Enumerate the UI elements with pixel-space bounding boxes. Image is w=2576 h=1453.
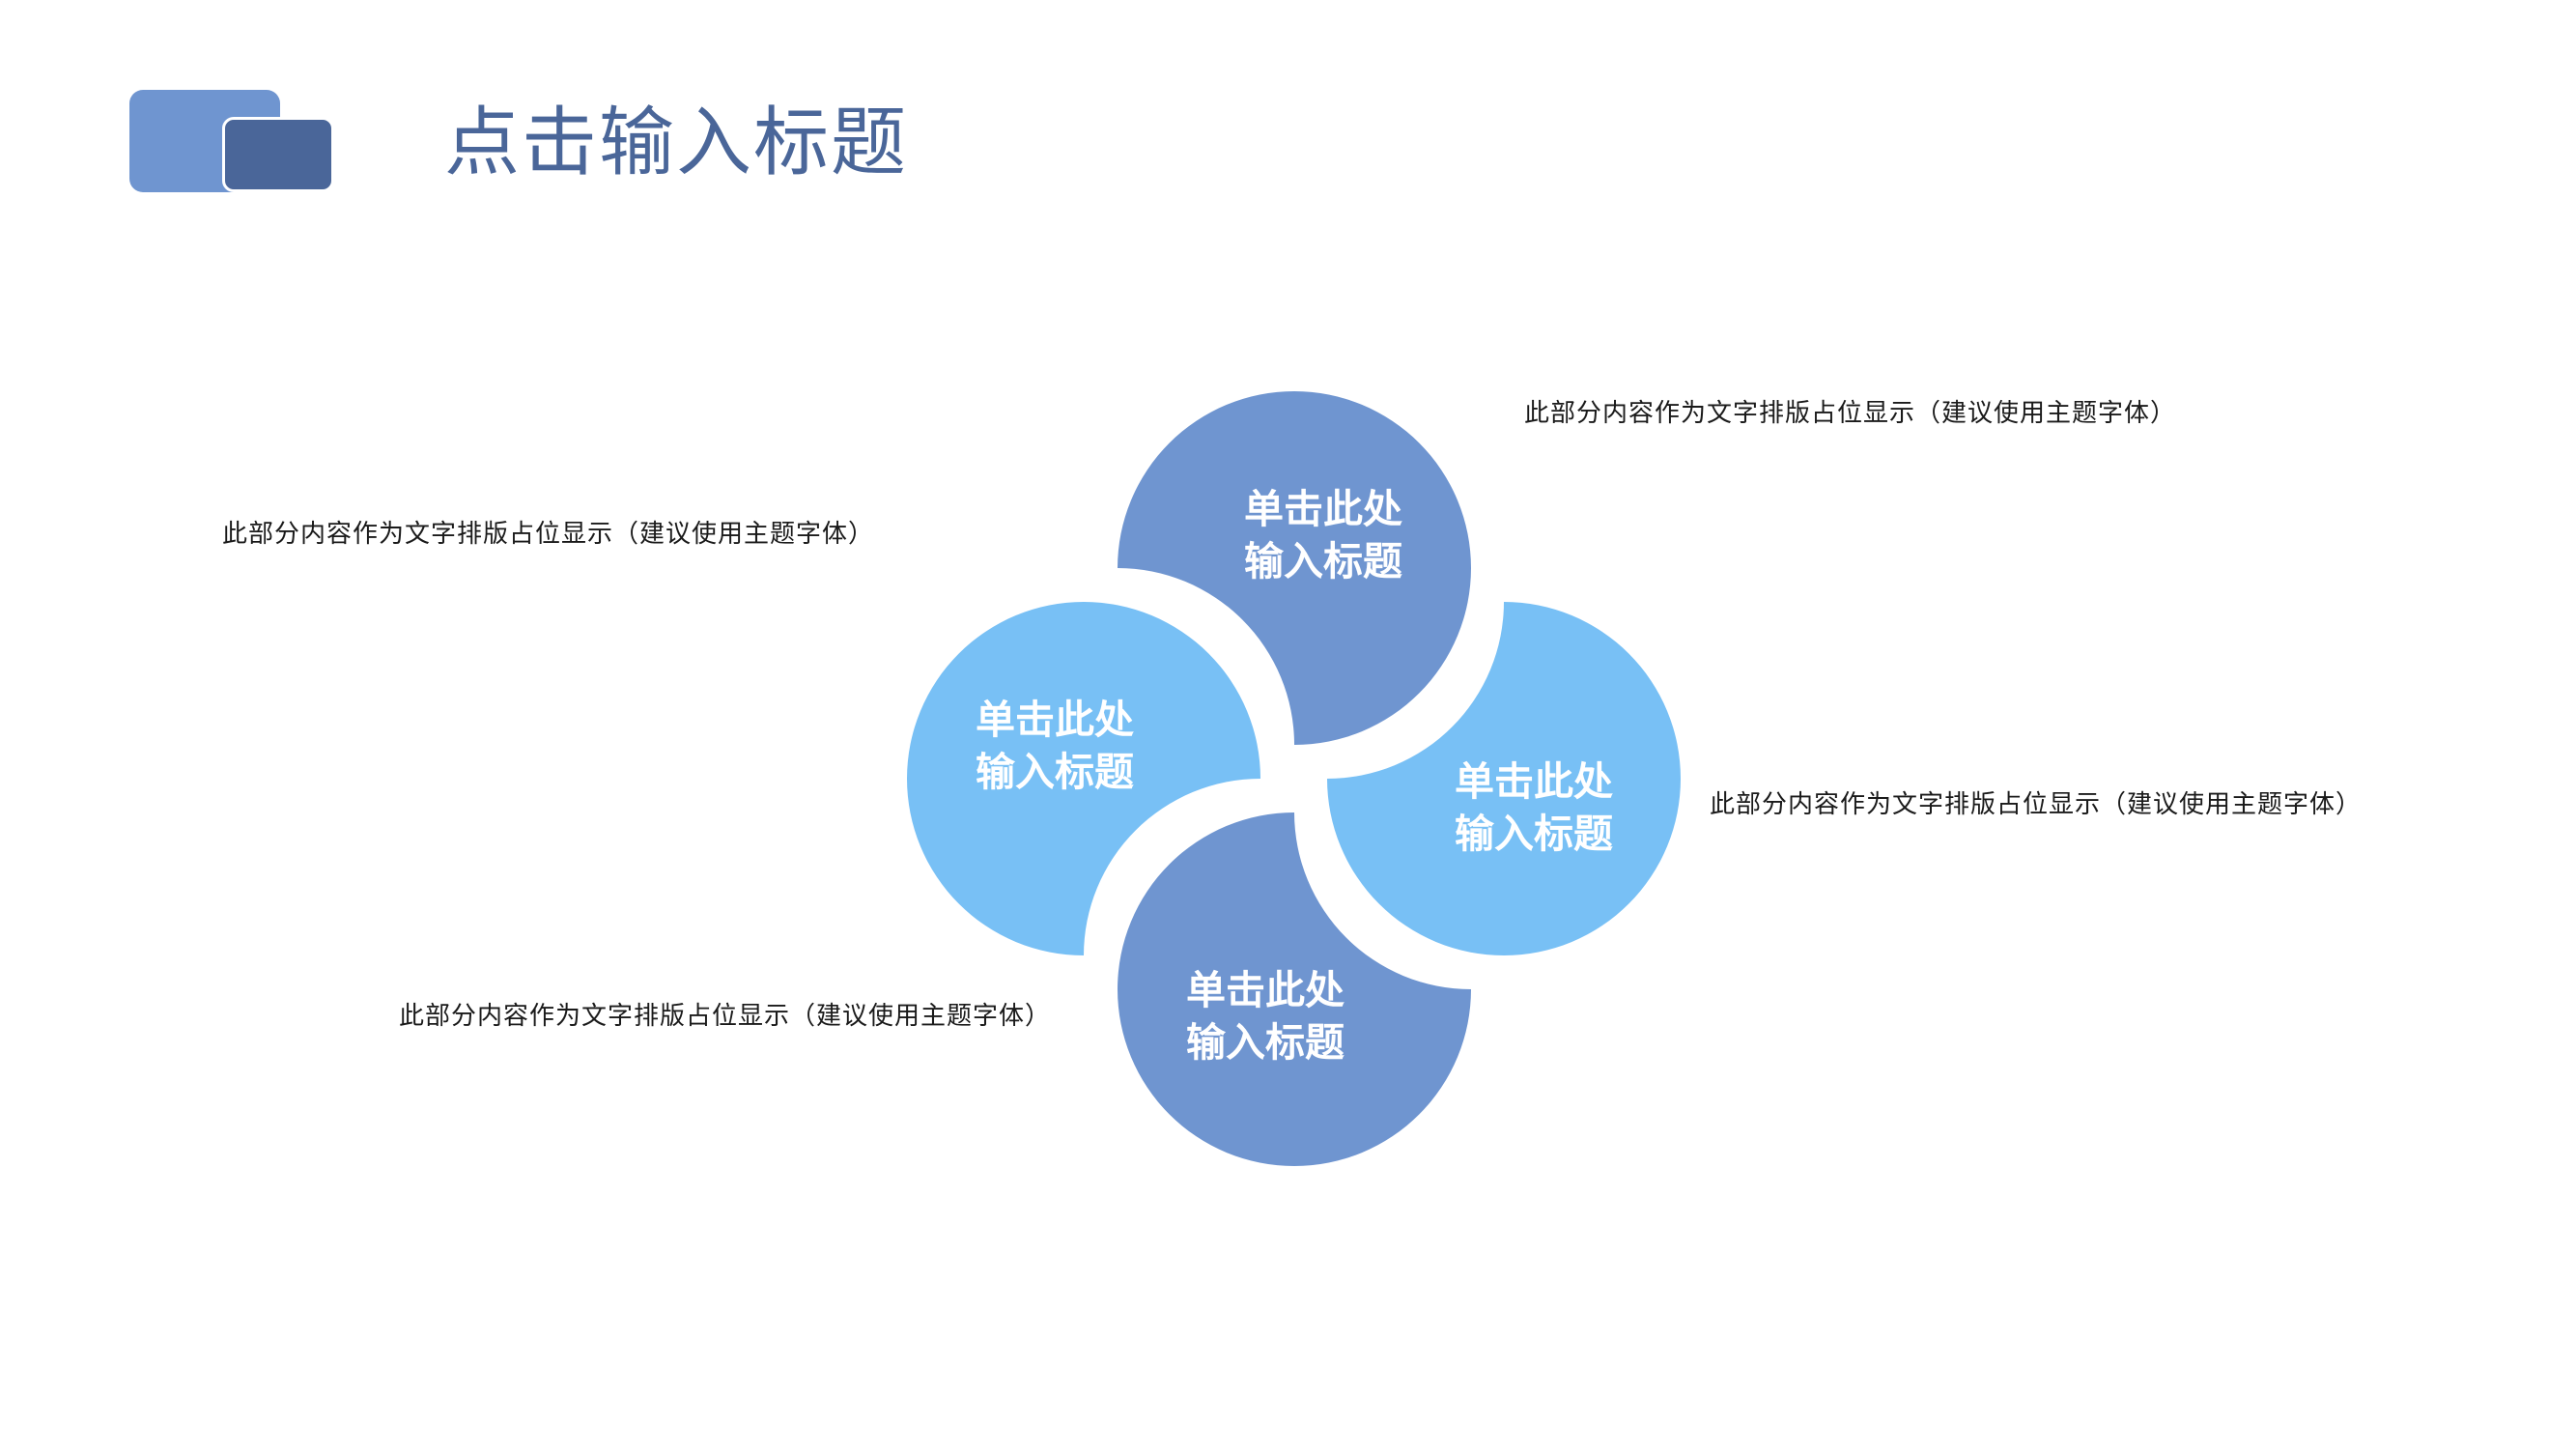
petal-left-line1: 单击此处 <box>976 697 1134 743</box>
petal-top-line2: 输入标题 <box>1244 538 1402 584</box>
description-bottom-left[interactable]: 此部分内容作为文字排版占位显示（建议使用主题字体） <box>399 1002 1052 1031</box>
petal-bottom-line1: 单击此处 <box>1186 967 1345 1013</box>
petal-top-label: 单击此处 输入标题 <box>1227 483 1420 587</box>
petal-top[interactable] <box>1118 391 1471 745</box>
petal-bottom-line2: 输入标题 <box>1186 1019 1345 1066</box>
description-right[interactable]: 此部分内容作为文字排版占位显示（建议使用主题字体） <box>1710 790 2363 819</box>
description-top-right[interactable]: 此部分内容作为文字排版占位显示（建议使用主题字体） <box>1524 399 2177 428</box>
petal-left-line2: 输入标题 <box>976 749 1134 795</box>
page-title[interactable]: 点击输入标题 <box>444 100 909 186</box>
petal-right-label: 单击此处 输入标题 <box>1437 755 1630 860</box>
logo-front-block <box>222 117 334 192</box>
petal-left[interactable] <box>907 602 1260 955</box>
petal-right[interactable] <box>1327 602 1681 955</box>
petal-right-line1: 单击此处 <box>1455 758 1613 805</box>
petal-bottom[interactable] <box>1118 812 1471 1166</box>
petal-bottom-label: 单击此处 输入标题 <box>1169 964 1362 1068</box>
petal-right-line2: 输入标题 <box>1455 811 1613 857</box>
petal-left-label: 单击此处 输入标题 <box>958 694 1151 798</box>
description-top-left[interactable]: 此部分内容作为文字排版占位显示（建议使用主题字体） <box>222 520 875 549</box>
petal-top-line1: 单击此处 <box>1244 486 1402 532</box>
